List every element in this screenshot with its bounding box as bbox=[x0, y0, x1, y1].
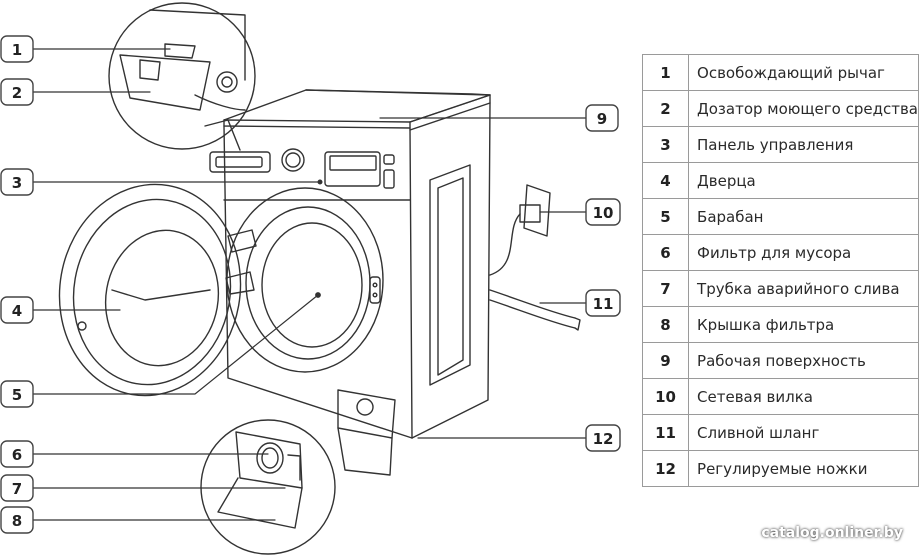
filter-cover-small bbox=[337, 389, 396, 476]
legend-label: Регулируемые ножки bbox=[688, 450, 919, 487]
callout-1: 1 bbox=[0, 35, 34, 63]
legend-number: 11 bbox=[641, 414, 690, 451]
watermark-text: catalog.onliner.by bbox=[761, 525, 903, 541]
callout-11: 11 bbox=[585, 289, 621, 317]
callout-9: 9 bbox=[585, 104, 619, 132]
legend-label: Дозатор моющего средства bbox=[688, 90, 919, 127]
callout-8: 8 bbox=[0, 506, 34, 534]
legend-number: 12 bbox=[641, 450, 690, 487]
callout-2: 2 bbox=[0, 78, 34, 106]
callout-7: 7 bbox=[0, 474, 34, 502]
svg-text:5: 5 bbox=[12, 386, 22, 404]
callout-10: 10 bbox=[585, 198, 621, 226]
drum bbox=[226, 187, 384, 373]
legend-number: 2 bbox=[641, 90, 690, 127]
callout-3: 3 bbox=[0, 168, 34, 196]
callout-12: 12 bbox=[585, 424, 621, 452]
leader-lines bbox=[32, 48, 587, 521]
legend-number: 5 bbox=[641, 198, 690, 235]
svg-text:4: 4 bbox=[12, 302, 22, 320]
svg-text:6: 6 bbox=[12, 446, 22, 464]
legend-label: Панель управления bbox=[688, 126, 919, 163]
legend-label: Фильтр для мусора bbox=[688, 234, 919, 271]
legend-label: Сетевая вилка bbox=[688, 378, 919, 415]
machine-body bbox=[223, 89, 491, 439]
filter-zoom bbox=[200, 419, 336, 555]
door-hinge bbox=[225, 229, 257, 295]
legend-label: Трубка аварийного слива bbox=[688, 270, 919, 307]
svg-text:7: 7 bbox=[12, 480, 22, 498]
callout-5: 5 bbox=[0, 380, 34, 408]
svg-text:9: 9 bbox=[597, 110, 607, 128]
legend-number: 4 bbox=[641, 162, 690, 199]
legend-number: 6 bbox=[641, 234, 690, 271]
svg-text:12: 12 bbox=[593, 430, 614, 448]
legend-label: Рабочая поверхность bbox=[688, 342, 919, 379]
svg-text:1: 1 bbox=[12, 41, 22, 59]
callout-4: 4 bbox=[0, 296, 34, 324]
legend-label: Дверца bbox=[688, 162, 919, 199]
svg-text:11: 11 bbox=[593, 295, 614, 313]
legend-label: Сливной шланг bbox=[688, 414, 919, 451]
legend-number: 10 bbox=[641, 378, 690, 415]
legend-number: 3 bbox=[641, 126, 690, 163]
legend-label: Крышка фильтра bbox=[688, 306, 919, 343]
svg-text:8: 8 bbox=[12, 512, 22, 530]
legend-number: 9 bbox=[641, 342, 690, 379]
legend-number: 8 bbox=[641, 306, 690, 343]
legend-number: 1 bbox=[641, 54, 690, 91]
legend-number: 7 bbox=[641, 270, 690, 307]
svg-text:3: 3 bbox=[12, 174, 22, 192]
dispenser-zoom bbox=[108, 2, 256, 151]
control-panel bbox=[209, 148, 395, 189]
legend-label: Освобождающий рычаг bbox=[688, 54, 919, 91]
plug-and-hose bbox=[489, 184, 581, 331]
svg-text:2: 2 bbox=[12, 84, 22, 102]
svg-text:10: 10 bbox=[593, 204, 614, 222]
callout-6: 6 bbox=[0, 440, 34, 468]
legend-label: Барабан bbox=[688, 198, 919, 235]
